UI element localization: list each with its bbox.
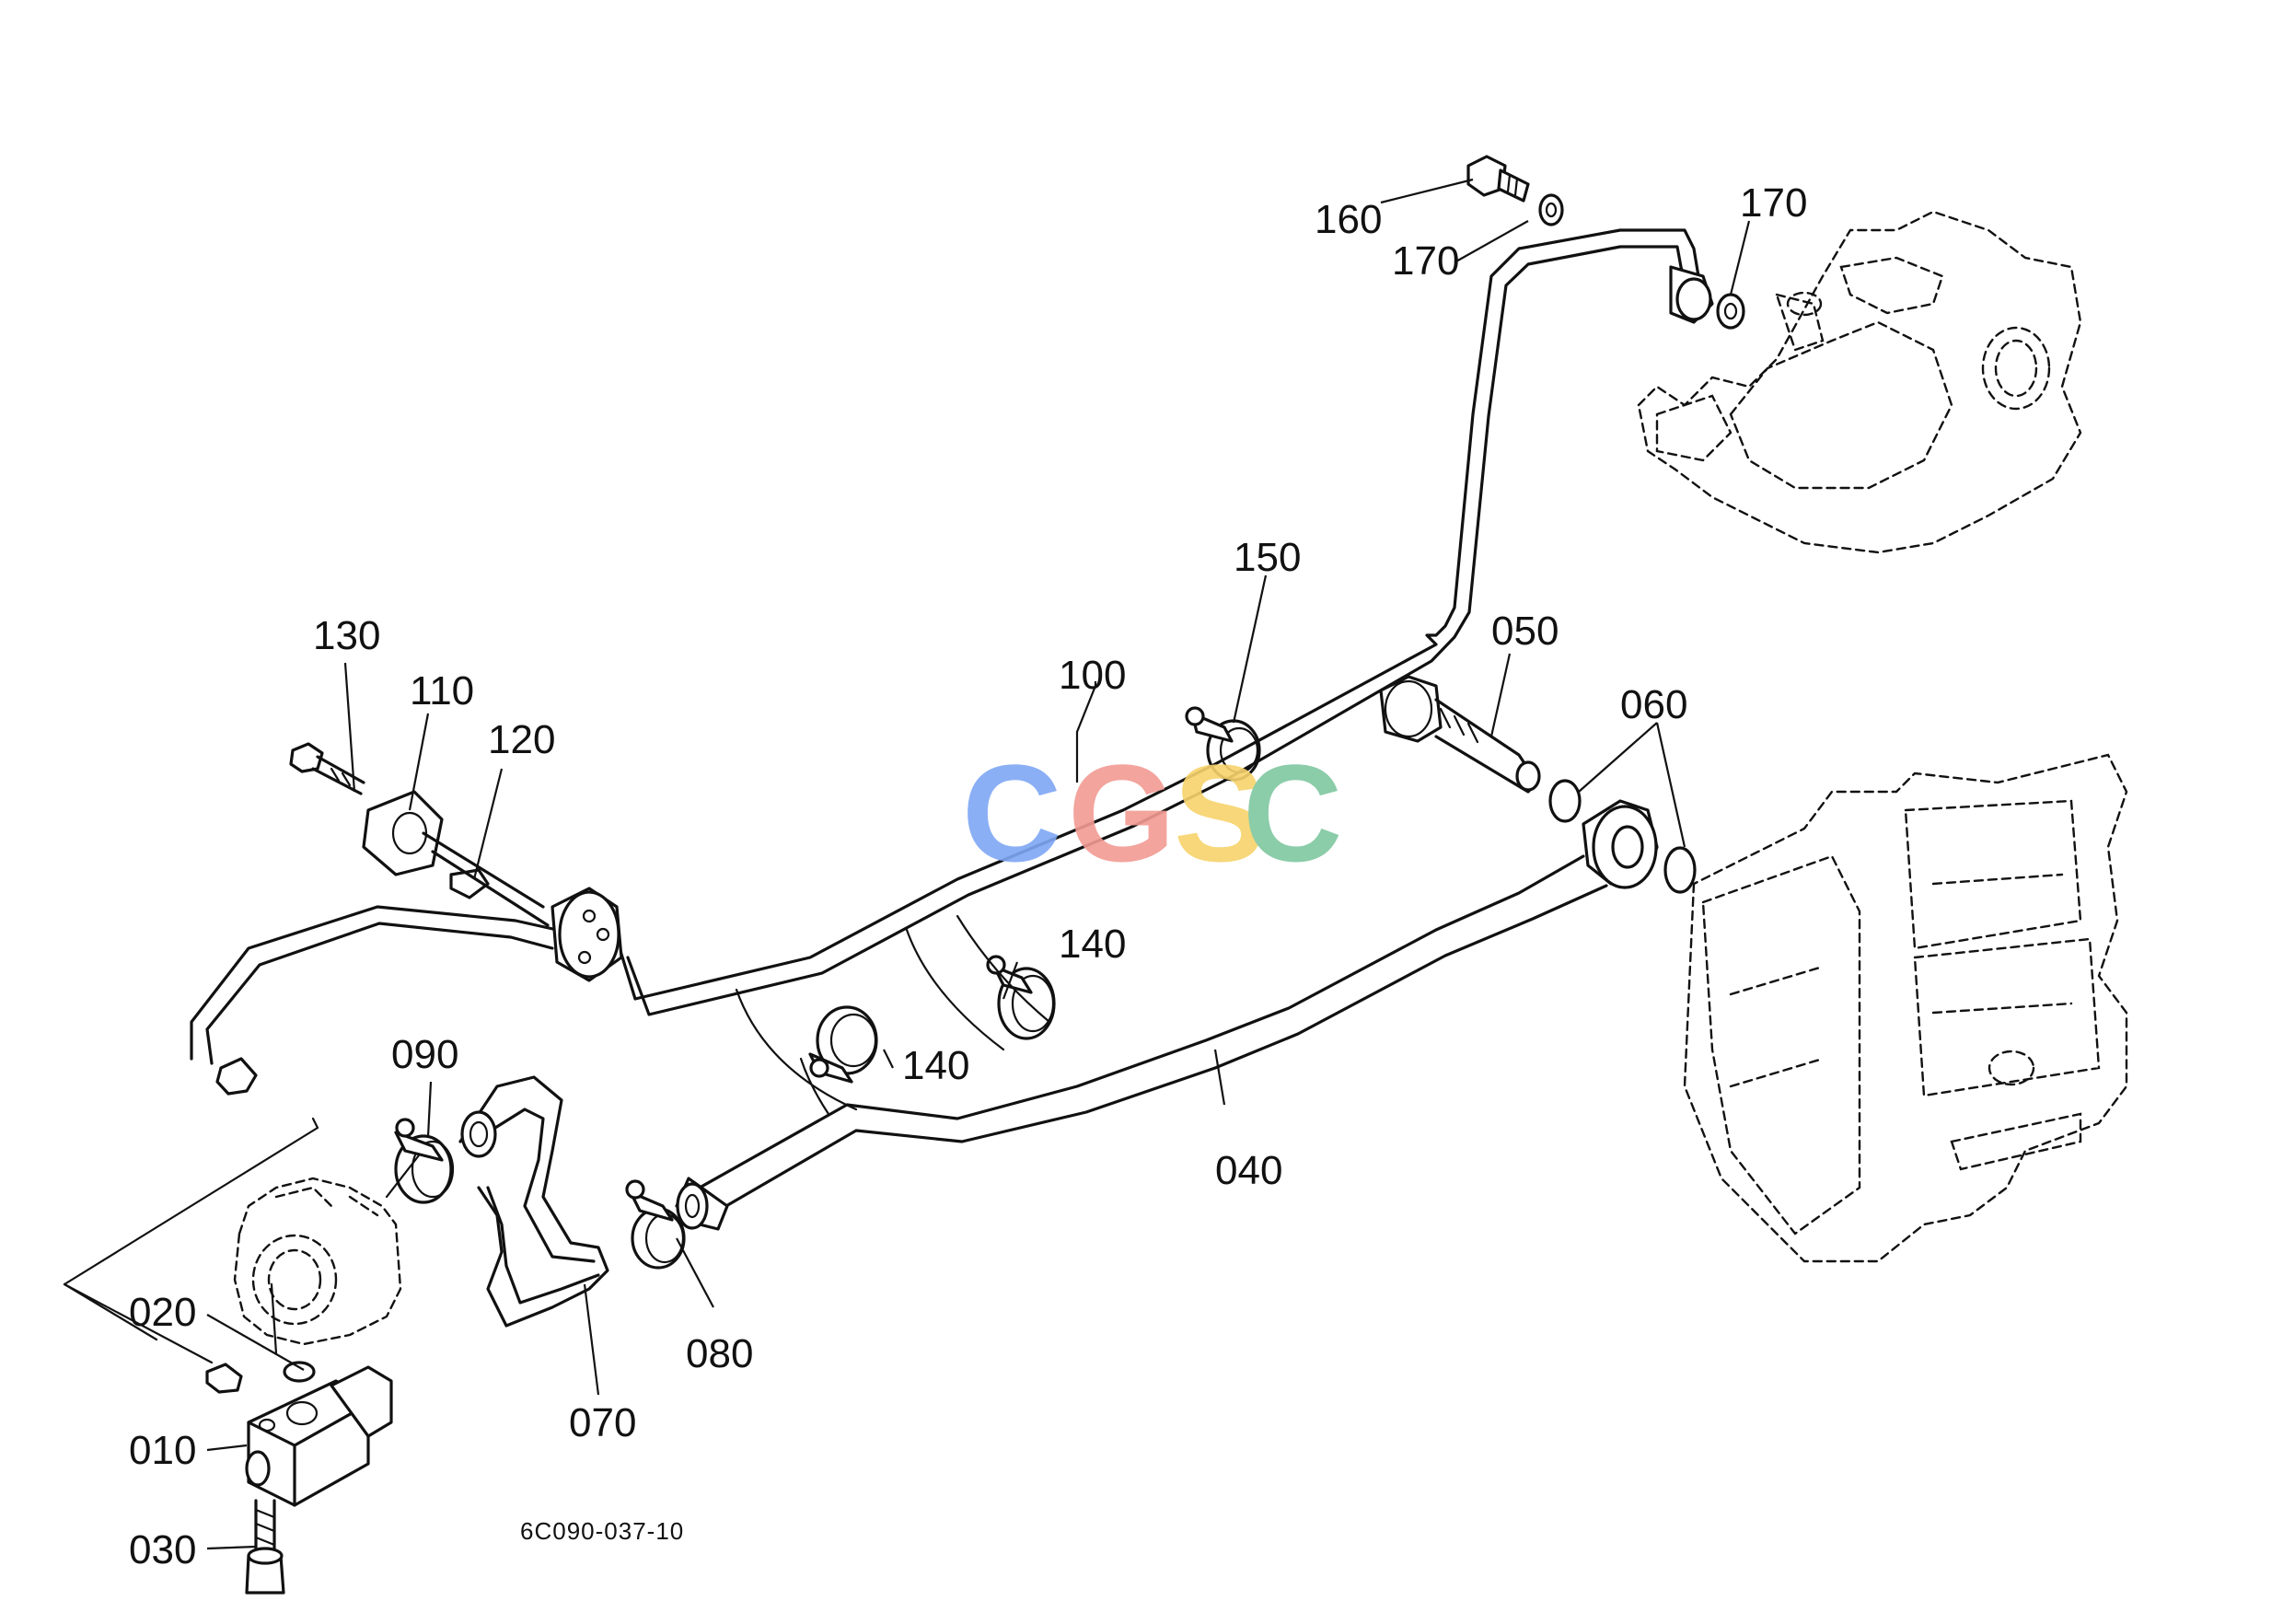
watermark: C G S C xyxy=(962,736,1342,890)
label-030: 030 xyxy=(129,1527,196,1572)
label-120: 120 xyxy=(488,717,555,762)
label-140-lower: 140 xyxy=(902,1043,969,1088)
hose-clamp-140-a xyxy=(905,914,1056,1051)
plug-020 xyxy=(205,1361,316,1394)
label-110: 110 xyxy=(410,668,474,713)
label-020: 020 xyxy=(129,1290,196,1335)
banjo-bolt-160 xyxy=(1466,155,1530,203)
pipe-040 xyxy=(698,854,1608,1215)
pipe-040-end-fitting xyxy=(675,1177,729,1231)
banjo-fitting xyxy=(1582,799,1659,889)
label-140-upper: 140 xyxy=(1059,922,1126,967)
label-170-left: 170 xyxy=(1392,238,1459,284)
watermark-letter-4: C xyxy=(1243,736,1342,890)
clamp-rubber-120 xyxy=(449,868,490,899)
watermark-letter-2: G xyxy=(1068,736,1176,890)
label-010: 010 xyxy=(129,1428,196,1473)
label-070: 070 xyxy=(569,1400,636,1445)
watermark-letter-1: C xyxy=(962,736,1061,890)
washer-170-a xyxy=(1538,193,1564,226)
hose-070 xyxy=(458,1075,609,1328)
washer-170-b xyxy=(1716,293,1745,330)
label-090: 090 xyxy=(391,1032,458,1077)
banjo-bolt-050 xyxy=(1379,675,1541,794)
label-130: 130 xyxy=(313,613,380,658)
label-040: 040 xyxy=(1215,1148,1282,1193)
label-150: 150 xyxy=(1234,535,1301,580)
pipe-bracket-110 xyxy=(362,790,550,927)
reference-lines xyxy=(63,1117,421,1364)
transmission-case-top xyxy=(1637,210,2082,554)
label-170-right: 170 xyxy=(1740,180,1807,226)
label-060: 060 xyxy=(1620,682,1687,727)
part-labels: 160 170 170 150 050 060 100 040 140 140 … xyxy=(129,180,1807,1572)
transmission-housing xyxy=(1683,753,2128,1263)
pipe-100-left-fitting xyxy=(215,1057,258,1096)
pipe-100 xyxy=(190,228,1700,1065)
label-100: 100 xyxy=(1059,653,1126,698)
pipe-clamp-block xyxy=(550,887,623,982)
o-ring-060-b xyxy=(1663,846,1697,894)
hose-clamp-140-b xyxy=(735,988,878,1116)
hose-clamp-090 xyxy=(394,1118,455,1204)
hydraulic-pump xyxy=(233,1177,402,1346)
valve-block-010 xyxy=(245,1365,393,1507)
label-080: 080 xyxy=(686,1331,753,1376)
watermark-letter-3: S xyxy=(1174,736,1266,890)
o-ring-060-a xyxy=(1548,779,1582,823)
banjo-fitting-top xyxy=(1669,265,1714,324)
bolt-030 xyxy=(245,1499,285,1595)
leader-lines xyxy=(206,178,1751,1550)
hose-clamp-080 xyxy=(625,1179,686,1270)
label-160: 160 xyxy=(1315,197,1382,242)
drawing-code: 6C090-037-10 xyxy=(520,1517,684,1545)
bolt-130 xyxy=(289,742,365,795)
label-050: 050 xyxy=(1491,609,1559,654)
